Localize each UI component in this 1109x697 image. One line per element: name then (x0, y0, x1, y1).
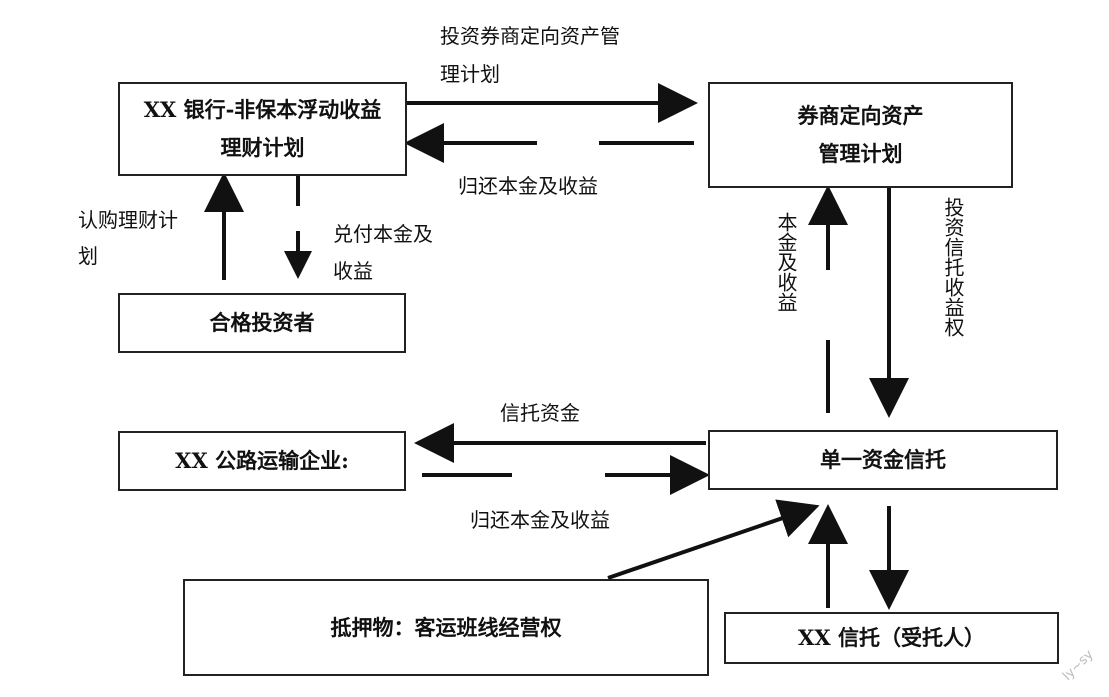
single-trust-box: 单一资金信托 (708, 430, 1058, 490)
broker-plan-line1: 券商定向资产 (797, 103, 924, 128)
investors-label: 合格投资者 (209, 310, 315, 335)
label-redeem-2: 收益 (333, 259, 373, 283)
broker-plan-line2: 管理计划 (818, 141, 903, 166)
label-return-principal-top: 归还本金及收益 (458, 174, 598, 198)
single-trust-label: 单一资金信托 (820, 447, 946, 472)
label-principal-and-income: 本金及收益 (774, 212, 798, 312)
arrow-collateral (607, 499, 820, 580)
highway-company-label: XX 公路运输企业: (175, 448, 349, 473)
label-subscribe-2: 划 (78, 244, 98, 268)
investors-box: 合格投资者 (118, 293, 406, 353)
collateral-label: 抵押物：客运班线经营权 (330, 614, 562, 640)
bank-plan-box: XX 银行-非保本浮动收益 理财计划 (118, 82, 407, 176)
label-invest-broker-plan-2: 理计划 (440, 62, 500, 86)
trustee-label: XX 信托（受托人） (798, 625, 985, 650)
label-return-principal-bottom: 归还本金及收益 (470, 508, 610, 532)
label-invest-broker-plan-1: 投资券商定向资产管 (440, 24, 620, 48)
label-subscribe-1: 认购理财计 (78, 208, 178, 232)
label-redeem-1: 兑付本金及 (333, 222, 433, 246)
label-trust-funds: 信托资金 (500, 401, 580, 425)
bank-plan-line2: 理财计划 (220, 135, 305, 160)
trustee-box: XX 信托（受托人） (724, 612, 1059, 664)
broker-plan-box: 券商定向资产 管理计划 (708, 82, 1013, 188)
bank-plan-line1: XX 银行-非保本浮动收益 (143, 97, 382, 122)
label-invest-trust-rights: 投资信托收益权 (941, 197, 965, 337)
highway-company-box: XX 公路运输企业: (118, 431, 406, 491)
collateral-box: 抵押物：客运班线经营权 (183, 579, 709, 676)
